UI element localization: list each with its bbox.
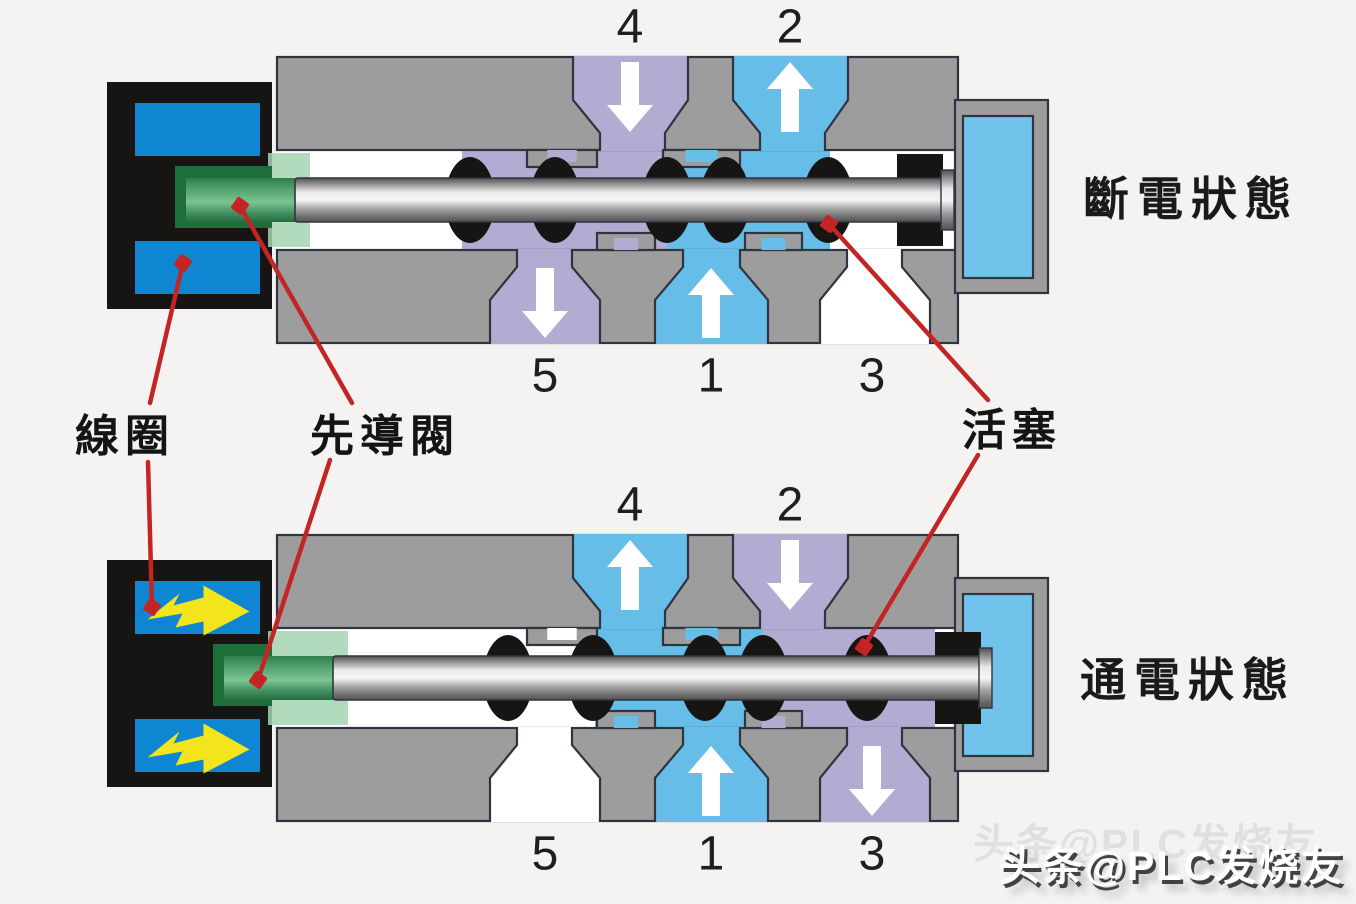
coil-winding xyxy=(135,103,260,156)
annotation-line-piston xyxy=(826,221,991,403)
annotation-line-coil xyxy=(145,459,155,610)
flow-arrow-down xyxy=(607,62,653,132)
current-arrow xyxy=(147,723,250,774)
port-channel-3 xyxy=(820,249,930,344)
flow-arrow-up xyxy=(607,540,653,610)
port-channel-outline xyxy=(488,249,602,344)
label-pilot-valve: 先導閥 xyxy=(310,412,460,461)
flow-arrow-down xyxy=(767,540,813,610)
annotation-marker-piston xyxy=(855,638,873,656)
current-arrow xyxy=(147,585,250,636)
annotation-line-coil xyxy=(147,260,186,406)
end-chamber xyxy=(961,114,1035,280)
annotation-line-piston xyxy=(861,452,981,650)
rod-tip xyxy=(940,169,955,231)
port-label-5: 5 xyxy=(531,827,559,881)
annotation-marker-piston xyxy=(820,215,838,233)
annotation-line-pilot xyxy=(255,457,333,683)
port-label-1: 1 xyxy=(697,827,725,881)
rod-tip xyxy=(978,647,993,709)
gland-notch xyxy=(613,238,639,250)
label-piston: 活塞 xyxy=(962,406,1062,455)
port-channel-outline xyxy=(653,727,770,822)
valve-diagram-de-energized xyxy=(107,55,1050,345)
spool-rod xyxy=(294,177,944,223)
annotation-line-pilot xyxy=(237,203,355,406)
port-channel-5 xyxy=(490,727,600,822)
port-label-5: 5 xyxy=(531,349,559,403)
watermark: 头条@PLC发烧友 xyxy=(999,843,1344,889)
port-channel-outline xyxy=(818,727,932,822)
port-label-3: 3 xyxy=(858,349,886,403)
flow-arrow-up xyxy=(688,268,734,338)
flow-arrow-down xyxy=(849,746,895,816)
port-label-1: 1 xyxy=(697,349,725,403)
annotation-marker-coil xyxy=(174,254,192,272)
label-coil: 線圈 xyxy=(75,412,175,461)
port-channel-outline xyxy=(571,56,690,151)
annotation-marker-pilot xyxy=(249,671,267,689)
port-channel-outline xyxy=(653,249,770,344)
gland-notch xyxy=(613,716,639,728)
port-label-4: 4 xyxy=(616,478,644,532)
state-label-energized: 通電狀態 xyxy=(1080,654,1296,706)
port-channel-outline xyxy=(731,56,850,151)
flow-arrow-down xyxy=(522,268,568,338)
annotation-marker-pilot xyxy=(231,197,249,215)
flow-arrow-up xyxy=(767,62,813,132)
coil-winding xyxy=(135,241,260,294)
valve-diagram-energized xyxy=(107,533,1050,823)
port-label-4: 4 xyxy=(616,0,644,54)
port-channel-outline xyxy=(488,727,602,822)
gland-notch xyxy=(547,628,577,640)
port-channel-outline xyxy=(571,534,690,629)
port-label-2: 2 xyxy=(776,478,804,532)
port-channel-outline xyxy=(731,534,850,629)
port-label-2: 2 xyxy=(776,0,804,54)
spool-rod xyxy=(332,655,982,701)
gland-notch xyxy=(685,150,718,162)
gland-notch xyxy=(761,238,786,250)
flow-arrow-up xyxy=(688,746,734,816)
pilot-valve-plunger xyxy=(224,656,346,700)
state-label-de-energized: 斷電狀態 xyxy=(1083,173,1299,225)
port-label-3: 3 xyxy=(858,827,886,881)
port-channel-outline xyxy=(818,249,932,344)
annotation-marker-coil xyxy=(143,598,161,616)
